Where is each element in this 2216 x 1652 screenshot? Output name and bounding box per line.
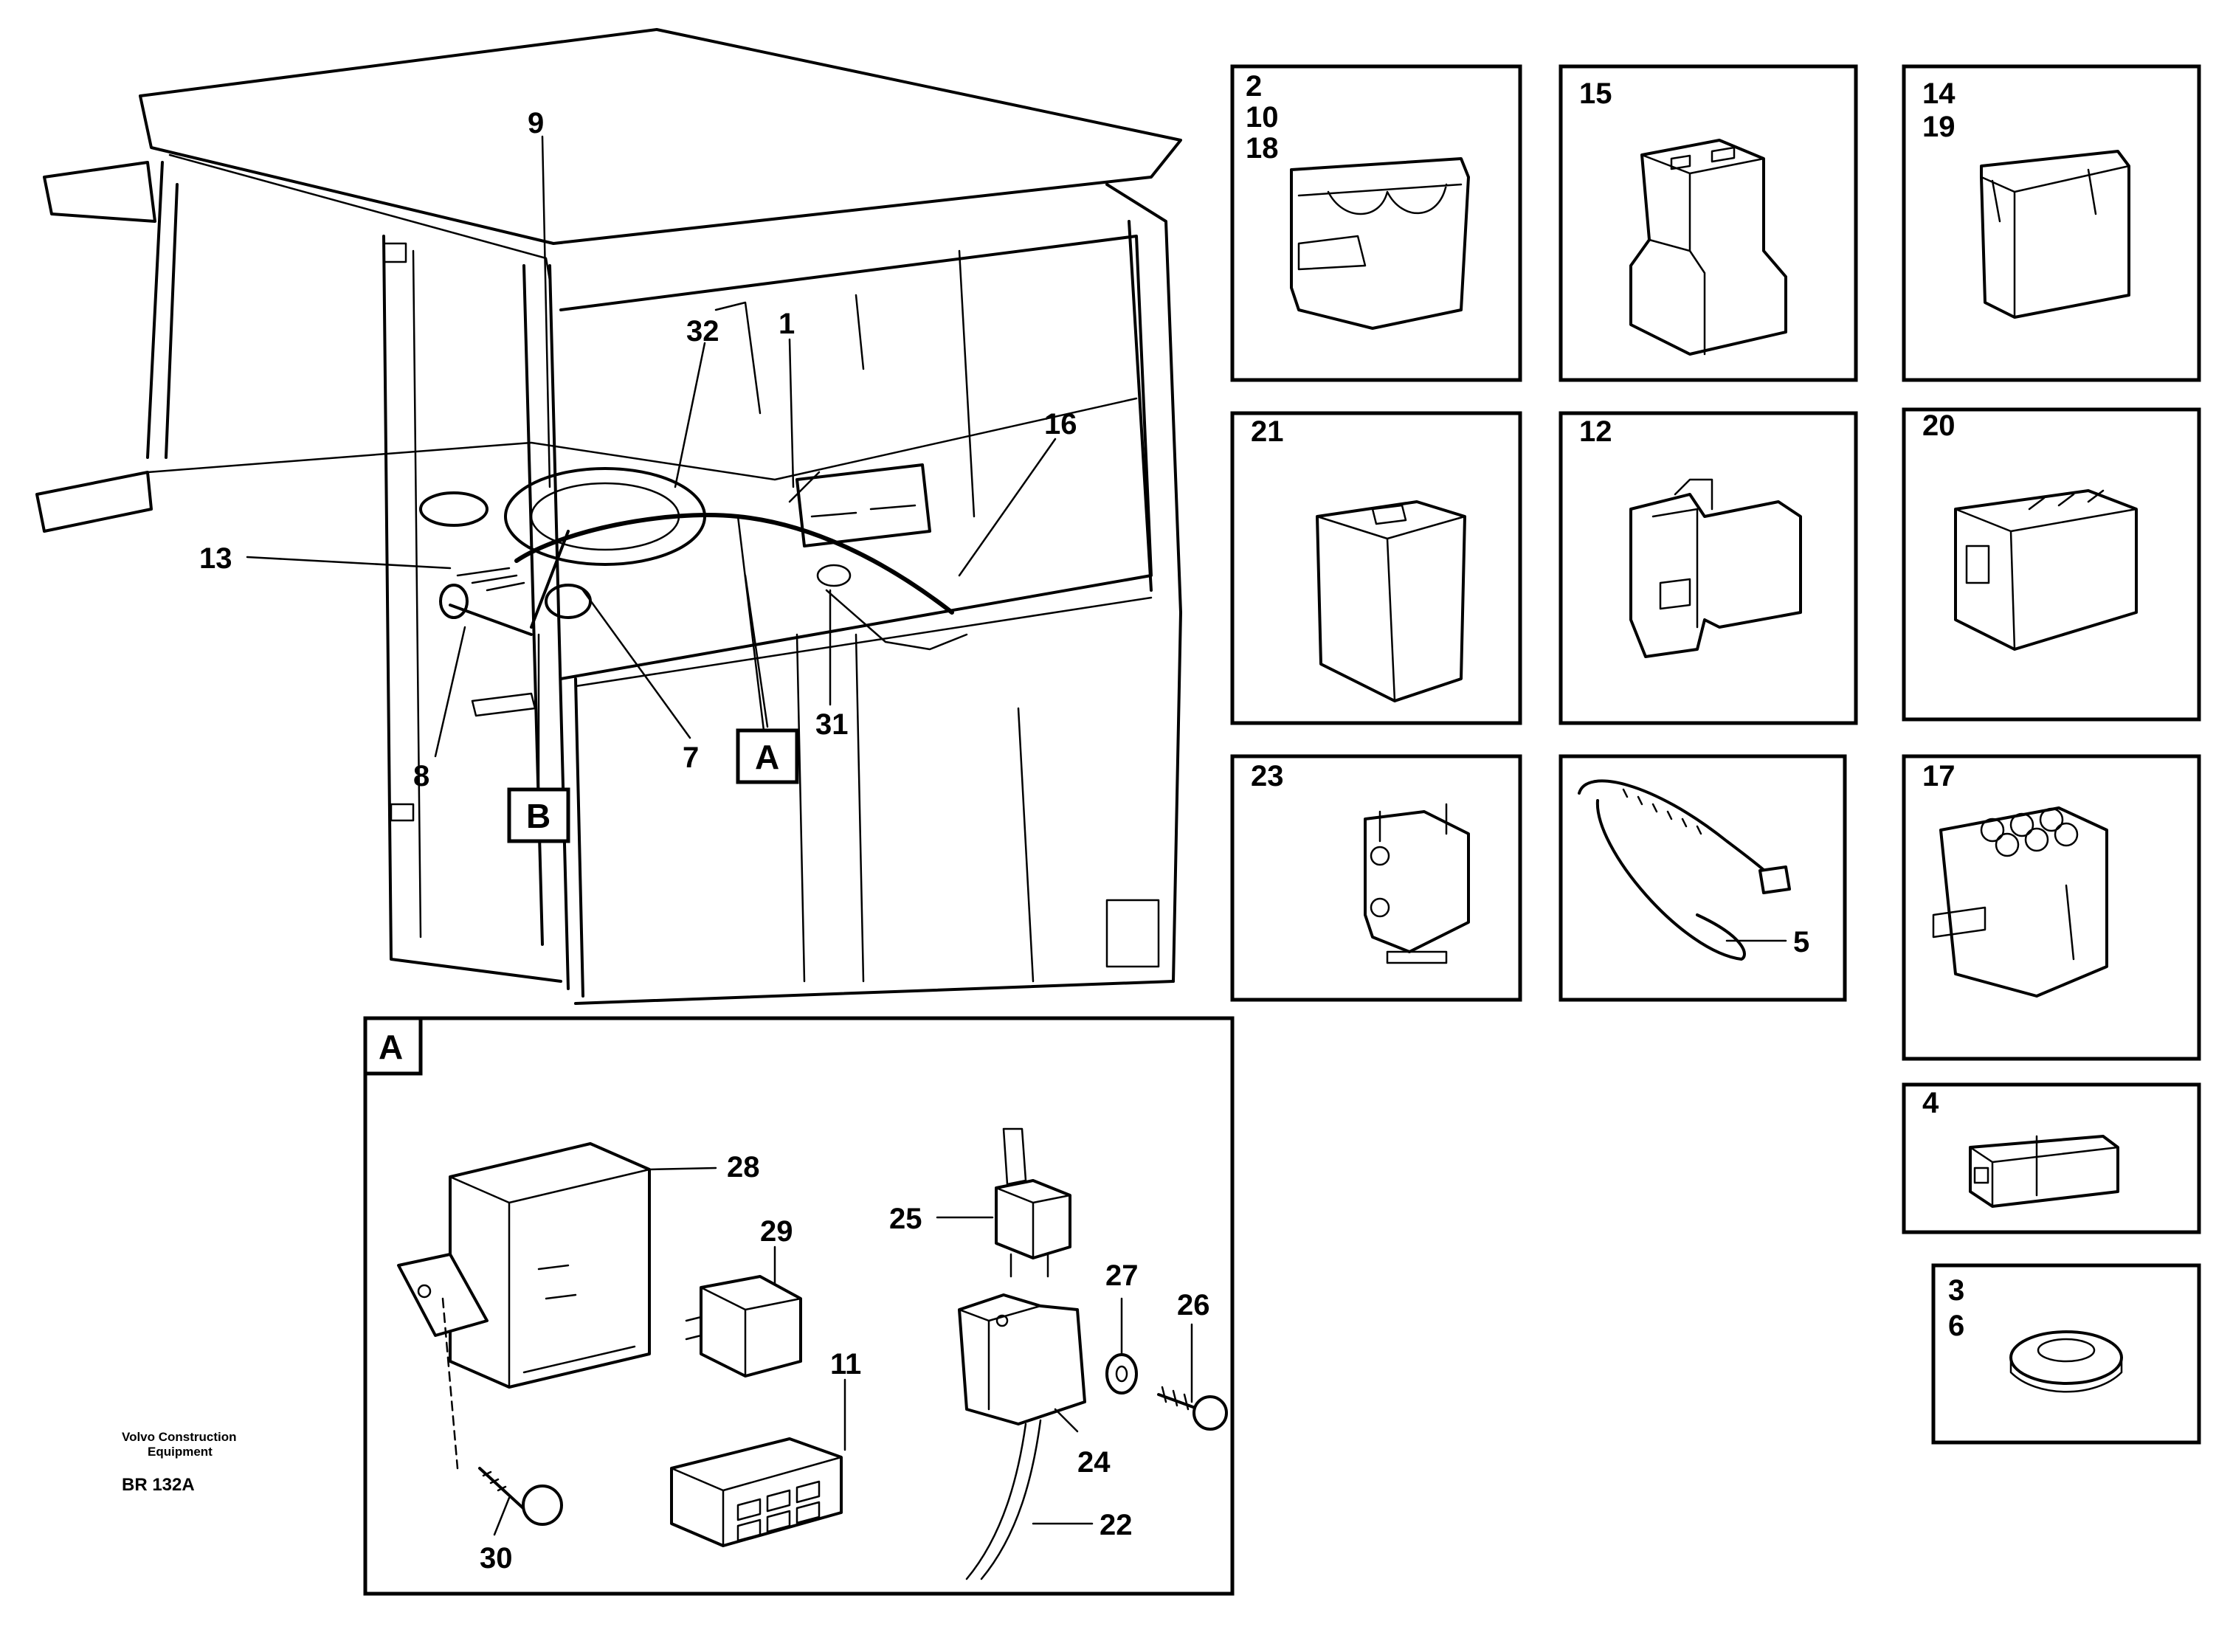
- svg-text:15: 15: [1579, 77, 1612, 110]
- svg-text:2: 2: [1246, 70, 1262, 103]
- callout-30: 30: [480, 1542, 513, 1575]
- maker-line-1: Volvo Construction: [122, 1430, 237, 1444]
- maker-line-2: Equipment: [148, 1445, 213, 1459]
- svg-text:4: 4: [1922, 1087, 1939, 1119]
- callout-25: 25: [889, 1203, 922, 1235]
- relay-29: [685, 1275, 802, 1378]
- detail-a-tag: [363, 1016, 423, 1076]
- screw-26: [1157, 1386, 1228, 1431]
- part-box-4: 4: [1902, 1082, 2201, 1234]
- callout-24: 24: [1077, 1446, 1111, 1479]
- tag-b-cab-label: B: [526, 797, 550, 835]
- callout-5: 5: [1793, 926, 1809, 958]
- part-box-cable-tie-5: 5: [1559, 754, 1847, 1002]
- detail-a-panel: A 28 30 29: [363, 1016, 1235, 1596]
- title-block: Volvo Construction Equipment BR 132A: [122, 1430, 237, 1495]
- callout-31: 31: [815, 708, 849, 741]
- part-box-3-6: 3 6: [1931, 1263, 2201, 1445]
- svg-text:18: 18: [1246, 132, 1279, 165]
- callout-11: 11: [830, 1348, 861, 1380]
- callout-26: 26: [1177, 1289, 1210, 1321]
- svg-text:17: 17: [1922, 760, 1956, 792]
- svg-text:20: 20: [1922, 409, 1956, 442]
- tag-a-cab: [736, 728, 799, 784]
- tag-a-cab-label: A: [755, 738, 779, 776]
- callout-32: 32: [686, 315, 719, 348]
- callout-29: 29: [760, 1215, 793, 1248]
- svg-text:21: 21: [1251, 415, 1284, 448]
- washer-27: [1105, 1353, 1138, 1394]
- cab-callouts: 9 32 1 16 13 8 7 31 A B: [199, 107, 1077, 843]
- callout-9: 9: [528, 107, 544, 139]
- part-box-20: 20: [1902, 407, 2201, 722]
- callout-27: 27: [1105, 1259, 1139, 1292]
- svg-text:14: 14: [1922, 77, 1956, 110]
- part-box-12: 12: [1559, 411, 1858, 725]
- svg-text:19: 19: [1922, 111, 1956, 143]
- connector-11: [670, 1437, 843, 1547]
- svg-text:6: 6: [1948, 1310, 1964, 1342]
- screw-30: [478, 1467, 563, 1526]
- callout-16: 16: [1044, 408, 1077, 440]
- callout-1: 1: [779, 308, 795, 340]
- svg-text:10: 10: [1246, 101, 1279, 134]
- tag-b-cab: [507, 787, 570, 843]
- part-box-21: 21: [1230, 411, 1522, 725]
- detail-a-tag-label: A: [379, 1028, 403, 1066]
- relay-holder-24: [958, 1293, 1086, 1580]
- part-box-15: 15: [1559, 64, 1858, 382]
- svg-text:23: 23: [1251, 760, 1284, 792]
- svg-text:3: 3: [1948, 1274, 1964, 1307]
- cab-drawing: [35, 28, 1182, 1005]
- relay-25: [995, 1127, 1071, 1278]
- part-box-23: 23: [1230, 754, 1522, 1002]
- callout-22: 22: [1100, 1509, 1133, 1541]
- callout-7: 7: [683, 742, 699, 774]
- callout-13: 13: [199, 542, 232, 575]
- control-unit-28: [397, 1142, 651, 1470]
- drawing-number: BR 132A: [122, 1475, 195, 1495]
- part-box-14-19: 14 19: [1902, 64, 2201, 382]
- callout-8: 8: [413, 760, 429, 792]
- callout-28: 28: [727, 1151, 760, 1183]
- part-box-2-10-18: 2 10 18: [1230, 64, 1522, 382]
- svg-text:12: 12: [1579, 415, 1612, 448]
- part-box-17: 17: [1902, 754, 2201, 1061]
